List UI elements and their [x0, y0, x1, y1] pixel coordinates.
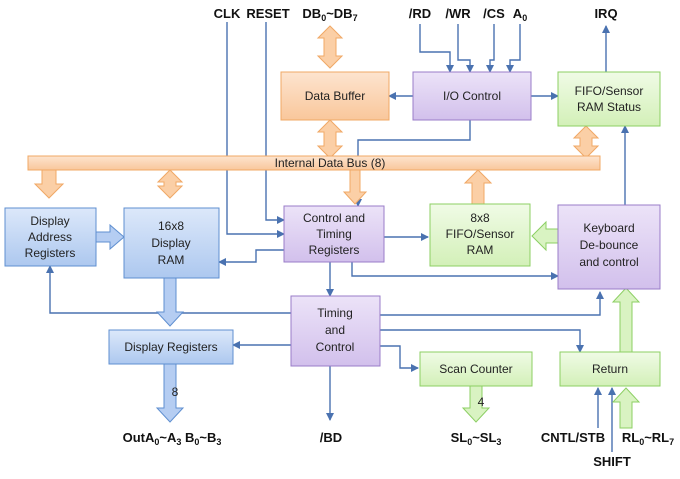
sl-label: SL0~SL3: [451, 430, 502, 447]
buffer-bus-arrow: [316, 119, 344, 159]
svg-text:Registers: Registers: [309, 243, 360, 257]
io-control-block: I/O Control: [412, 71, 532, 121]
display-registers-block: Display Registers: [108, 329, 234, 365]
ctrl-to-dram: [218, 249, 284, 266]
bus-width-4: 4: [478, 395, 485, 409]
rd-label: /RD: [409, 6, 431, 21]
return-block: Return: [559, 351, 661, 387]
status-bus-arrow: [572, 125, 600, 159]
out-label: OutA0~A3 B0~B3: [123, 430, 222, 447]
keyboard-block: Keyboard De-bounce and control: [557, 204, 661, 290]
svg-text:Keyboard: Keyboard: [583, 221, 634, 235]
svg-text:Display Registers: Display Registers: [124, 340, 217, 354]
rd-line: [419, 24, 454, 73]
svg-text:16x8: 16x8: [158, 219, 184, 233]
ctrl-to-kbd: [351, 262, 559, 280]
fifo-ram-block: 8x8 FIFO/Sensor RAM: [429, 203, 531, 267]
control-timing-registers-block: Control and Timing Registers: [283, 205, 385, 263]
wr-line: [457, 24, 474, 73]
svg-text:and control: and control: [579, 255, 638, 269]
cntl-stb-label: CNTL/STB: [541, 430, 605, 445]
db-bus-arrow: [316, 25, 344, 69]
irq-label: IRQ: [594, 6, 617, 21]
timing-to-dar: [46, 265, 291, 314]
fifo-to-bus-arrow: [463, 169, 493, 205]
svg-text:I/O Control: I/O Control: [443, 89, 501, 103]
wr-label: /WR: [445, 6, 471, 21]
svg-text:and: and: [325, 323, 345, 337]
display-address-block: Display Address Registers: [4, 207, 97, 267]
svg-text:Display: Display: [30, 214, 69, 228]
internal-bus-label: Internal Data Bus (8): [275, 156, 386, 170]
fifo-status-block: FIFO/Sensor RAM Status: [557, 71, 661, 127]
timing-to-kbd: [380, 291, 604, 316]
svg-text:RAM Status: RAM Status: [577, 100, 641, 114]
svg-text:Control and: Control and: [303, 211, 365, 225]
db-label: DB0~DB7: [302, 6, 357, 23]
cs-label: /CS: [483, 6, 505, 21]
svg-text:Registers: Registers: [25, 246, 76, 260]
clk-label: CLK: [214, 6, 241, 21]
kbd-to-fifo-arrow: [531, 220, 559, 252]
timing-to-return: [380, 329, 584, 353]
bus-dram-arrow: [156, 169, 184, 199]
svg-text:RAM: RAM: [158, 253, 185, 267]
svg-text:8x8: 8x8: [470, 211, 490, 225]
reset-label: RESET: [246, 6, 289, 21]
svg-text:Data Buffer: Data Buffer: [305, 89, 365, 103]
svg-text:Timing: Timing: [317, 306, 353, 320]
svg-text:Timing: Timing: [316, 227, 352, 241]
bus-arrows: [33, 25, 641, 429]
dar-to-dram-arrow: [95, 223, 125, 251]
dram-to-dregs-arrow: [155, 277, 185, 327]
a0-label: A0: [513, 6, 527, 23]
svg-text:RAM: RAM: [467, 243, 494, 257]
cs-line: [486, 24, 495, 73]
svg-text:Display: Display: [151, 236, 190, 250]
shift-label: SHIFT: [593, 454, 631, 469]
timing-control-block: Timing and Control: [290, 295, 381, 367]
timing-to-scan: [380, 345, 419, 372]
clk-line: [226, 22, 285, 238]
scan-counter-block: Scan Counter: [419, 351, 533, 387]
dregs-to-out-arrow: [155, 363, 185, 423]
connection-lines: [46, 22, 629, 452]
return-to-kbd-arrow: [611, 287, 641, 353]
bus-width-8: 8: [172, 385, 179, 399]
svg-text:De-bounce: De-bounce: [580, 238, 639, 252]
reset-line: [265, 22, 285, 224]
svg-text:Control: Control: [316, 340, 355, 354]
rl-label: RL0~RL7: [622, 430, 674, 447]
svg-text:FIFO/Sensor: FIFO/Sensor: [446, 227, 515, 241]
internal-data-bus: Internal Data Bus (8): [27, 155, 601, 171]
scan-to-sl-arrow: [461, 385, 491, 423]
svg-text:Scan Counter: Scan Counter: [439, 362, 512, 376]
svg-text:Return: Return: [592, 362, 628, 376]
a0-line: [506, 24, 521, 73]
bd-label: /BD: [320, 430, 342, 445]
bus-to-ctrl-arrow: [342, 169, 368, 205]
bus-to-dar-arrow: [33, 169, 65, 199]
display-ram-block: 16x8 Display RAM: [123, 207, 220, 279]
svg-text:FIFO/Sensor: FIFO/Sensor: [575, 84, 644, 98]
data-buffer-block: Data Buffer: [280, 71, 390, 121]
rl-to-return-arrow: [611, 387, 641, 429]
svg-text:Address: Address: [28, 230, 72, 244]
